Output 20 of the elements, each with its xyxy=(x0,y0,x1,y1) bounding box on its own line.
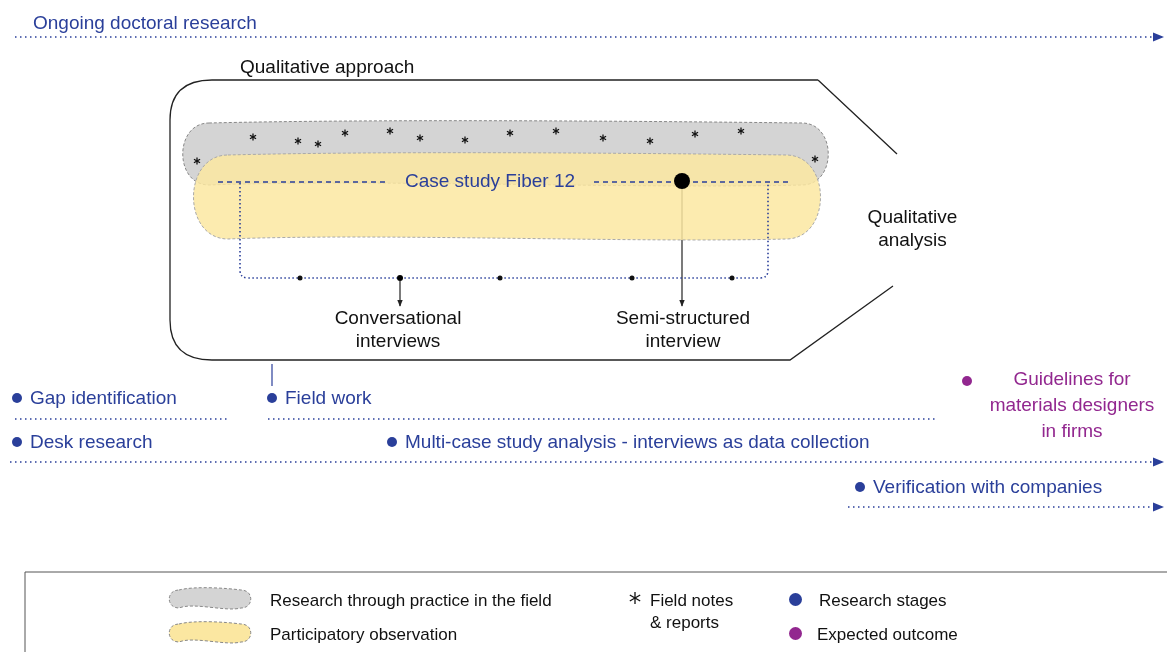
node-label: Qualitative analysis xyxy=(866,205,959,251)
stage-label: Desk research xyxy=(30,430,153,454)
case-label: Case study Fiber 12 xyxy=(404,169,576,193)
connector-line xyxy=(271,363,273,387)
legend-label: Participatory observation xyxy=(270,624,458,646)
stage-label: Multi-case study analysis - interviews as data collection xyxy=(405,430,870,454)
stage-label: Gap identification xyxy=(30,386,177,410)
node-label: Conversational interviews xyxy=(333,306,463,352)
arrow xyxy=(397,280,403,307)
timeline-label: Ongoing doctoral research xyxy=(33,11,258,35)
legend-label: Field notes & reports xyxy=(650,590,735,634)
group-title: Qualitative approach xyxy=(240,56,415,78)
legend-label: Research through practice in the field xyxy=(270,590,552,612)
node-label: Semi-structured interview xyxy=(614,306,752,352)
stage-label: Verification with companies xyxy=(873,475,1103,499)
stage-label: Field work xyxy=(285,386,372,410)
event-dot xyxy=(397,275,403,281)
legend-label: Expected outcome xyxy=(817,624,958,646)
outcome-label: Guidelines for materials designers in firms xyxy=(988,367,1156,443)
legend-label: Research stages xyxy=(819,590,947,612)
